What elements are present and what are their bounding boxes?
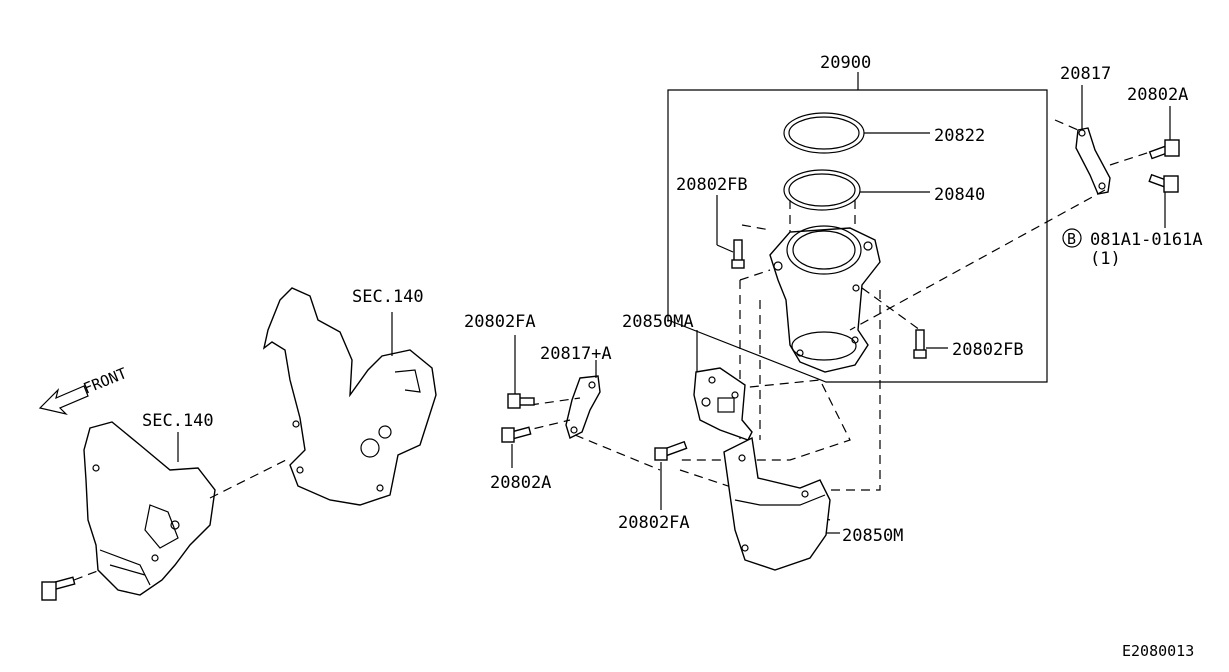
- b-marker-circle: [1062, 228, 1082, 248]
- bolt-icon: [41, 576, 76, 601]
- bolt-icon: [913, 329, 927, 359]
- exhaust-manifold: [262, 287, 437, 506]
- label-20900: 20900: [820, 53, 871, 73]
- label-20817A: 20817+A: [540, 344, 612, 364]
- bolt-icon: [507, 393, 535, 409]
- label-20850MA: 20850MA: [622, 312, 694, 332]
- label-20802A-top: 20802A: [1127, 85, 1188, 105]
- gasket-ring-icon: [783, 169, 861, 211]
- label-20802FA-bottom: 20802FA: [618, 513, 690, 533]
- label-front: FRONT: [81, 364, 130, 398]
- label-20802FB-right: 20802FB: [952, 340, 1024, 360]
- gasket-ring-icon: [783, 112, 865, 154]
- bracket-20817A: [565, 375, 601, 439]
- assembly-frame: [667, 89, 1048, 383]
- front-arrow-icon: [38, 385, 89, 416]
- bolt-icon: [654, 440, 688, 461]
- heat-shield-lower: [723, 436, 831, 571]
- label-sec140-left: SEC.140: [142, 411, 214, 431]
- label-081A1: 081A1-0161A: [1090, 230, 1203, 250]
- b-marker: B: [1067, 230, 1076, 248]
- bracket-20817: [1075, 127, 1111, 195]
- label-20817: 20817: [1060, 64, 1111, 84]
- label-20802A-bottom: 20802A: [490, 473, 551, 493]
- label-081A1-qty: (1): [1090, 249, 1121, 269]
- label-20840: 20840: [934, 185, 985, 205]
- label-sec140-top: SEC.140: [352, 287, 424, 307]
- label-20802FB-left: 20802FB: [676, 175, 748, 195]
- heat-shield-upper: [693, 367, 753, 441]
- figure-code: E2080013: [1122, 642, 1194, 660]
- bolt-icon: [501, 426, 532, 443]
- bolt-icon: [731, 239, 745, 269]
- label-20822: 20822: [934, 126, 985, 146]
- label-20850M: 20850M: [842, 526, 903, 546]
- manifold-cover: [83, 421, 216, 596]
- catalytic-converter: [769, 225, 881, 373]
- bolt-icon: [1148, 173, 1179, 193]
- label-20802FA-left: 20802FA: [464, 312, 536, 332]
- bolt-icon: [1148, 139, 1180, 160]
